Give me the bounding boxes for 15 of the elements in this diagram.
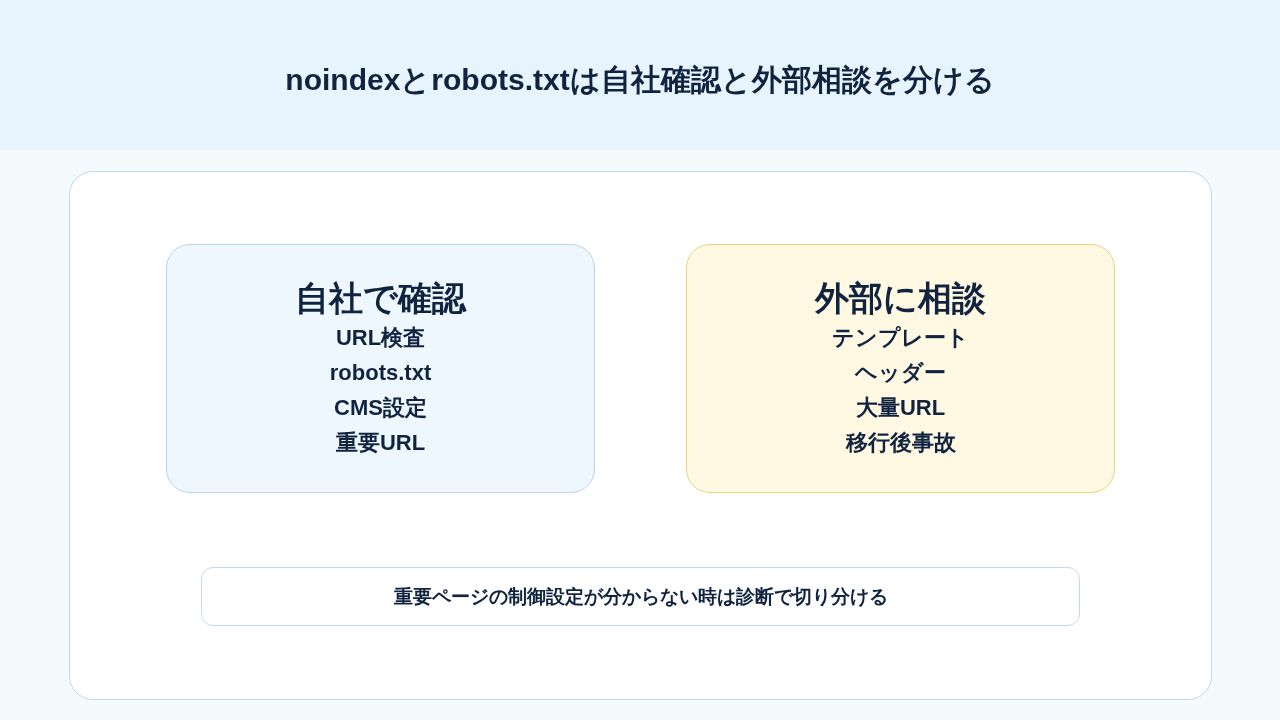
- note-text: 重要ページの制御設定が分からない時は診断で切り分ける: [393, 584, 888, 609]
- list-item: 重要URL: [335, 429, 426, 457]
- list-item: robots.txt: [329, 359, 432, 387]
- card-heading: 自社で確認: [295, 278, 466, 319]
- category-card: [686, 244, 1115, 493]
- list-item: ヘッダー: [855, 359, 946, 387]
- list-item: URL検査: [335, 324, 426, 352]
- list-item: 大量URL: [855, 394, 946, 422]
- note-box: [201, 567, 1080, 626]
- category-card: [166, 244, 595, 493]
- card-heading: 外部に相談: [815, 278, 986, 319]
- list-item: 移行後事故: [845, 429, 956, 457]
- list-item: テンプレート: [832, 324, 969, 352]
- title: noindexとrobots.txtは自社確認と外部相談を分ける: [285, 62, 995, 98]
- list-item: CMS設定: [334, 394, 427, 422]
